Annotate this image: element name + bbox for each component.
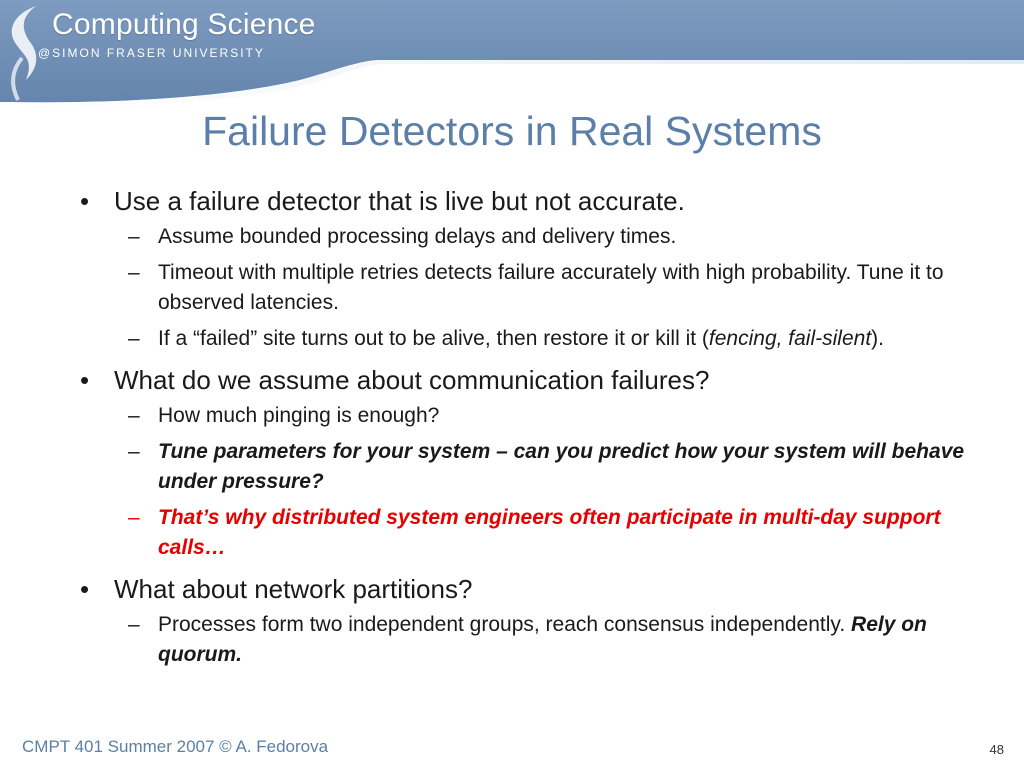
dash-marker: – [128, 261, 140, 284]
sub-bullet-text-before: Processes form two independent groups, r… [158, 613, 852, 636]
sub-bullet-2-1: – How much pinging is enough? [78, 401, 978, 431]
dash-marker: – [128, 404, 140, 427]
sub-bullet-bold-italic: Rely on quorum. [158, 613, 927, 666]
sub-bullet-1-3: – If a “failed” site turns out to be ali… [78, 324, 978, 354]
slide-title: Failure Detectors in Real Systems [202, 108, 822, 154]
dash-marker: – [128, 225, 140, 248]
dash-marker: – [128, 506, 140, 529]
bullet-2: What do we assume about communication fa… [78, 364, 978, 396]
footer-course: CMPT 401 Summer 2007 © A. Fedorova [22, 737, 329, 756]
sub-bullet-text: Tune parameters for your system – can yo… [158, 440, 965, 493]
dash-marker: – [128, 440, 140, 463]
sub-bullet-1-2: – Timeout with multiple retries detects … [78, 258, 978, 318]
sub-bullet-2-3: – That’s why distributed system engineer… [78, 503, 978, 563]
sub-bullet-text-after: ). [871, 327, 884, 350]
sub-bullet-text-before: If a “failed” site turns out to be alive… [158, 327, 709, 350]
sub-bullet-1-1: – Assume bounded processing delays and d… [78, 222, 978, 252]
dash-marker: – [128, 327, 140, 350]
slide-header: Computing Science @SIMON FRASER UNIVERSI… [0, 0, 1024, 110]
slide-body: Use a failure detector that is live but … [78, 185, 978, 676]
bullet-1: Use a failure detector that is live but … [78, 185, 978, 217]
sub-bullet-text: Assume bounded processing delays and del… [158, 225, 677, 248]
brand-title: Computing Science [52, 8, 316, 41]
s-swoosh-icon [11, 6, 37, 101]
dash-marker: – [128, 613, 140, 636]
bullet-3: What about network partitions? [78, 573, 978, 605]
sub-bullet-text: How much pinging is enough? [158, 404, 440, 427]
header-banner [0, 0, 1024, 107]
sub-bullet-italic: fencing, fail-silent [708, 327, 872, 350]
sub-bullet-text: That’s why distributed system engineers … [158, 506, 941, 559]
brand-subtitle: @SIMON FRASER UNIVERSITY [38, 46, 265, 60]
sub-bullet-2-2: – Tune parameters for your system – can … [78, 437, 978, 497]
sub-bullet-3-1: – Processes form two independent groups,… [78, 610, 978, 670]
sub-bullet-text: Timeout with multiple retries detects fa… [158, 261, 944, 314]
page-number: 48 [989, 742, 1004, 757]
